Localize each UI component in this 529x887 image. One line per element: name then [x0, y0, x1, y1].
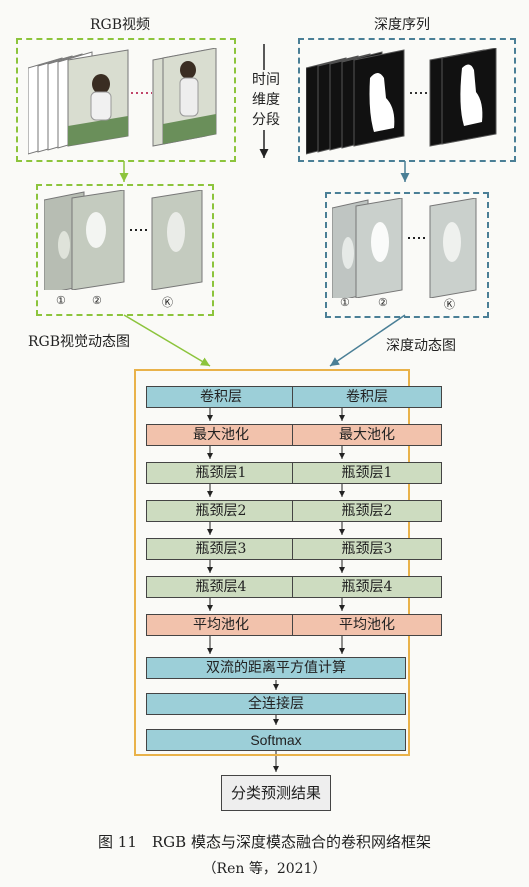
depth-sequence-label: 深度序列: [374, 17, 430, 33]
left-bottleneck-3: 瓶颈层3: [146, 538, 296, 560]
depth-dynamic-label: 深度动态图: [386, 338, 456, 354]
left-bottleneck-1: 瓶颈层1: [146, 462, 296, 484]
network-frame: [134, 369, 410, 756]
depth-sequence-box: [298, 38, 516, 162]
rgb-frame-stack: [27, 47, 238, 158]
left-avg-pool-layer: 平均池化: [146, 614, 296, 636]
rgb-frame-number-2: ②: [92, 294, 102, 307]
rgb-video-box: [16, 38, 236, 162]
right-avg-pool-layer: 平均池化: [292, 614, 442, 636]
rgb-dynamic-box: [36, 184, 214, 316]
depth-frame-number-1: ①: [340, 296, 350, 309]
right-bottleneck-4: 瓶颈层4: [292, 576, 442, 598]
right-max-pool-layer: 最大池化: [292, 424, 442, 446]
left-conv-layer: 卷积层: [146, 386, 296, 408]
rgb-frame-number-k: Ⓚ: [162, 296, 173, 309]
fully-connected-layer: 全连接层: [146, 693, 406, 715]
left-max-pool-layer: 最大池化: [146, 424, 296, 446]
rgb-dynamic-label: RGB视觉动态图: [28, 334, 131, 350]
depth-dynamic-stack: [331, 197, 492, 312]
right-bottleneck-2: 瓶颈层2: [292, 500, 442, 522]
depth-frame-stack: [305, 47, 516, 158]
rgb-video-label: RGB视频: [90, 17, 151, 33]
right-bottleneck-3: 瓶颈层3: [292, 538, 442, 560]
depth-dynamic-box: [325, 192, 489, 318]
rgb-frame-number-1: ①: [56, 294, 66, 307]
left-bottleneck-4: 瓶颈层4: [146, 576, 296, 598]
figure-caption: 图 11 RGB 模态与深度模态融合的卷积网络框架: [98, 833, 431, 851]
figure-citation: （Ren 等，2021）: [202, 861, 327, 877]
depth-frame-number-k: Ⓚ: [444, 298, 455, 311]
classification-result-box: 分类预测结果: [221, 775, 331, 811]
depth-frame-number-2: ②: [378, 296, 388, 309]
right-bottleneck-1: 瓶颈层1: [292, 462, 442, 484]
distance-calculation-layer: 双流的距离平方值计算: [146, 657, 406, 679]
left-bottleneck-2: 瓶颈层2: [146, 500, 296, 522]
time-dimension-label: 时间 维度 分段: [246, 70, 286, 130]
softmax-layer: Softmax: [146, 729, 406, 751]
right-conv-layer: 卷积层: [292, 386, 442, 408]
rgb-dynamic-stack: [43, 189, 214, 312]
